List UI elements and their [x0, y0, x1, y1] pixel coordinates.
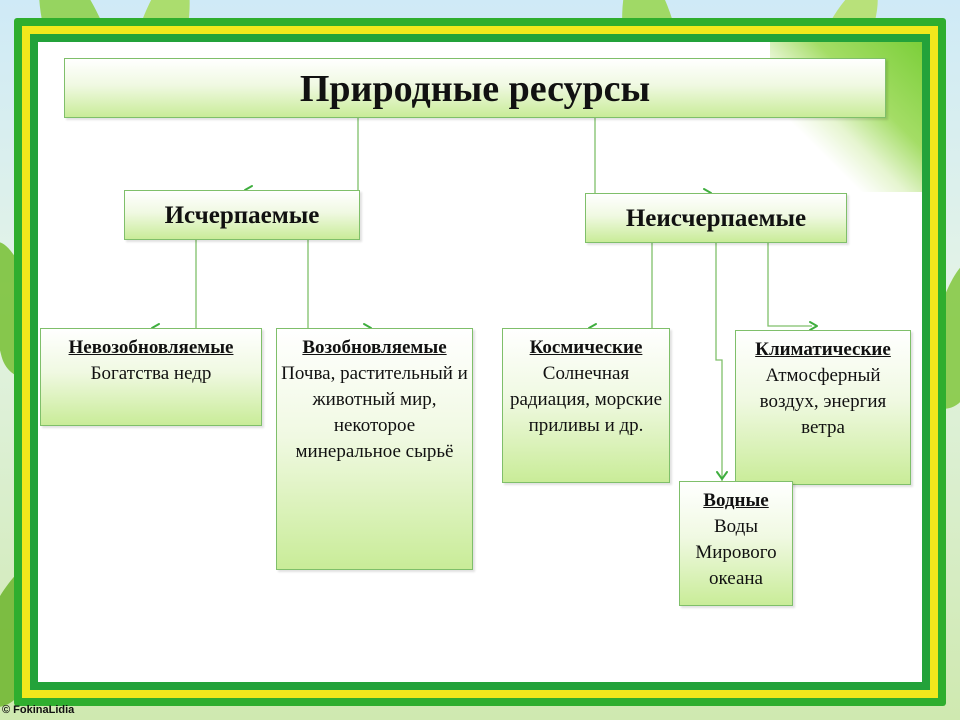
- node-text: Богатства недр: [90, 363, 212, 384]
- node-nonrenewable: Невозобновляемые Богатства недр: [40, 328, 262, 426]
- node-heading: Климатические: [755, 339, 891, 360]
- node-text: Почва, растительный и животный мир, неко…: [281, 363, 468, 462]
- node-heading: Невозобновляемые: [68, 337, 234, 358]
- diagram-title: Природные ресурсы: [64, 58, 886, 118]
- node-water: Водные Воды Мирового океана: [679, 481, 793, 606]
- connector-water: [715, 243, 723, 481]
- node-text: Воды Мирового океана: [695, 516, 777, 589]
- node-space: Космические Солнечная радиация, морские …: [502, 328, 670, 483]
- node-text: Атмосферный воздух, энергия ветра: [759, 365, 887, 438]
- node-text: Солнечная радиация, морские приливы и др…: [509, 363, 663, 436]
- node-renewable: Возобновляемые Почва, растительный и жив…: [276, 328, 473, 570]
- node-heading: Космические: [529, 337, 643, 358]
- arrow-down-icon: [716, 471, 728, 480]
- connector-climate: [767, 243, 812, 327]
- category-exhaustible: Исчерпаемые: [124, 190, 360, 240]
- node-heading: Возобновляемые: [302, 337, 447, 358]
- category-inexhaustible: Неисчерпаемые: [585, 193, 847, 243]
- node-climate: Климатические Атмосферный воздух, энерги…: [735, 330, 911, 485]
- copyright-label: © FokinaLidia: [2, 704, 75, 716]
- node-heading: Водные: [703, 490, 769, 511]
- arrow-right-icon: [809, 321, 818, 331]
